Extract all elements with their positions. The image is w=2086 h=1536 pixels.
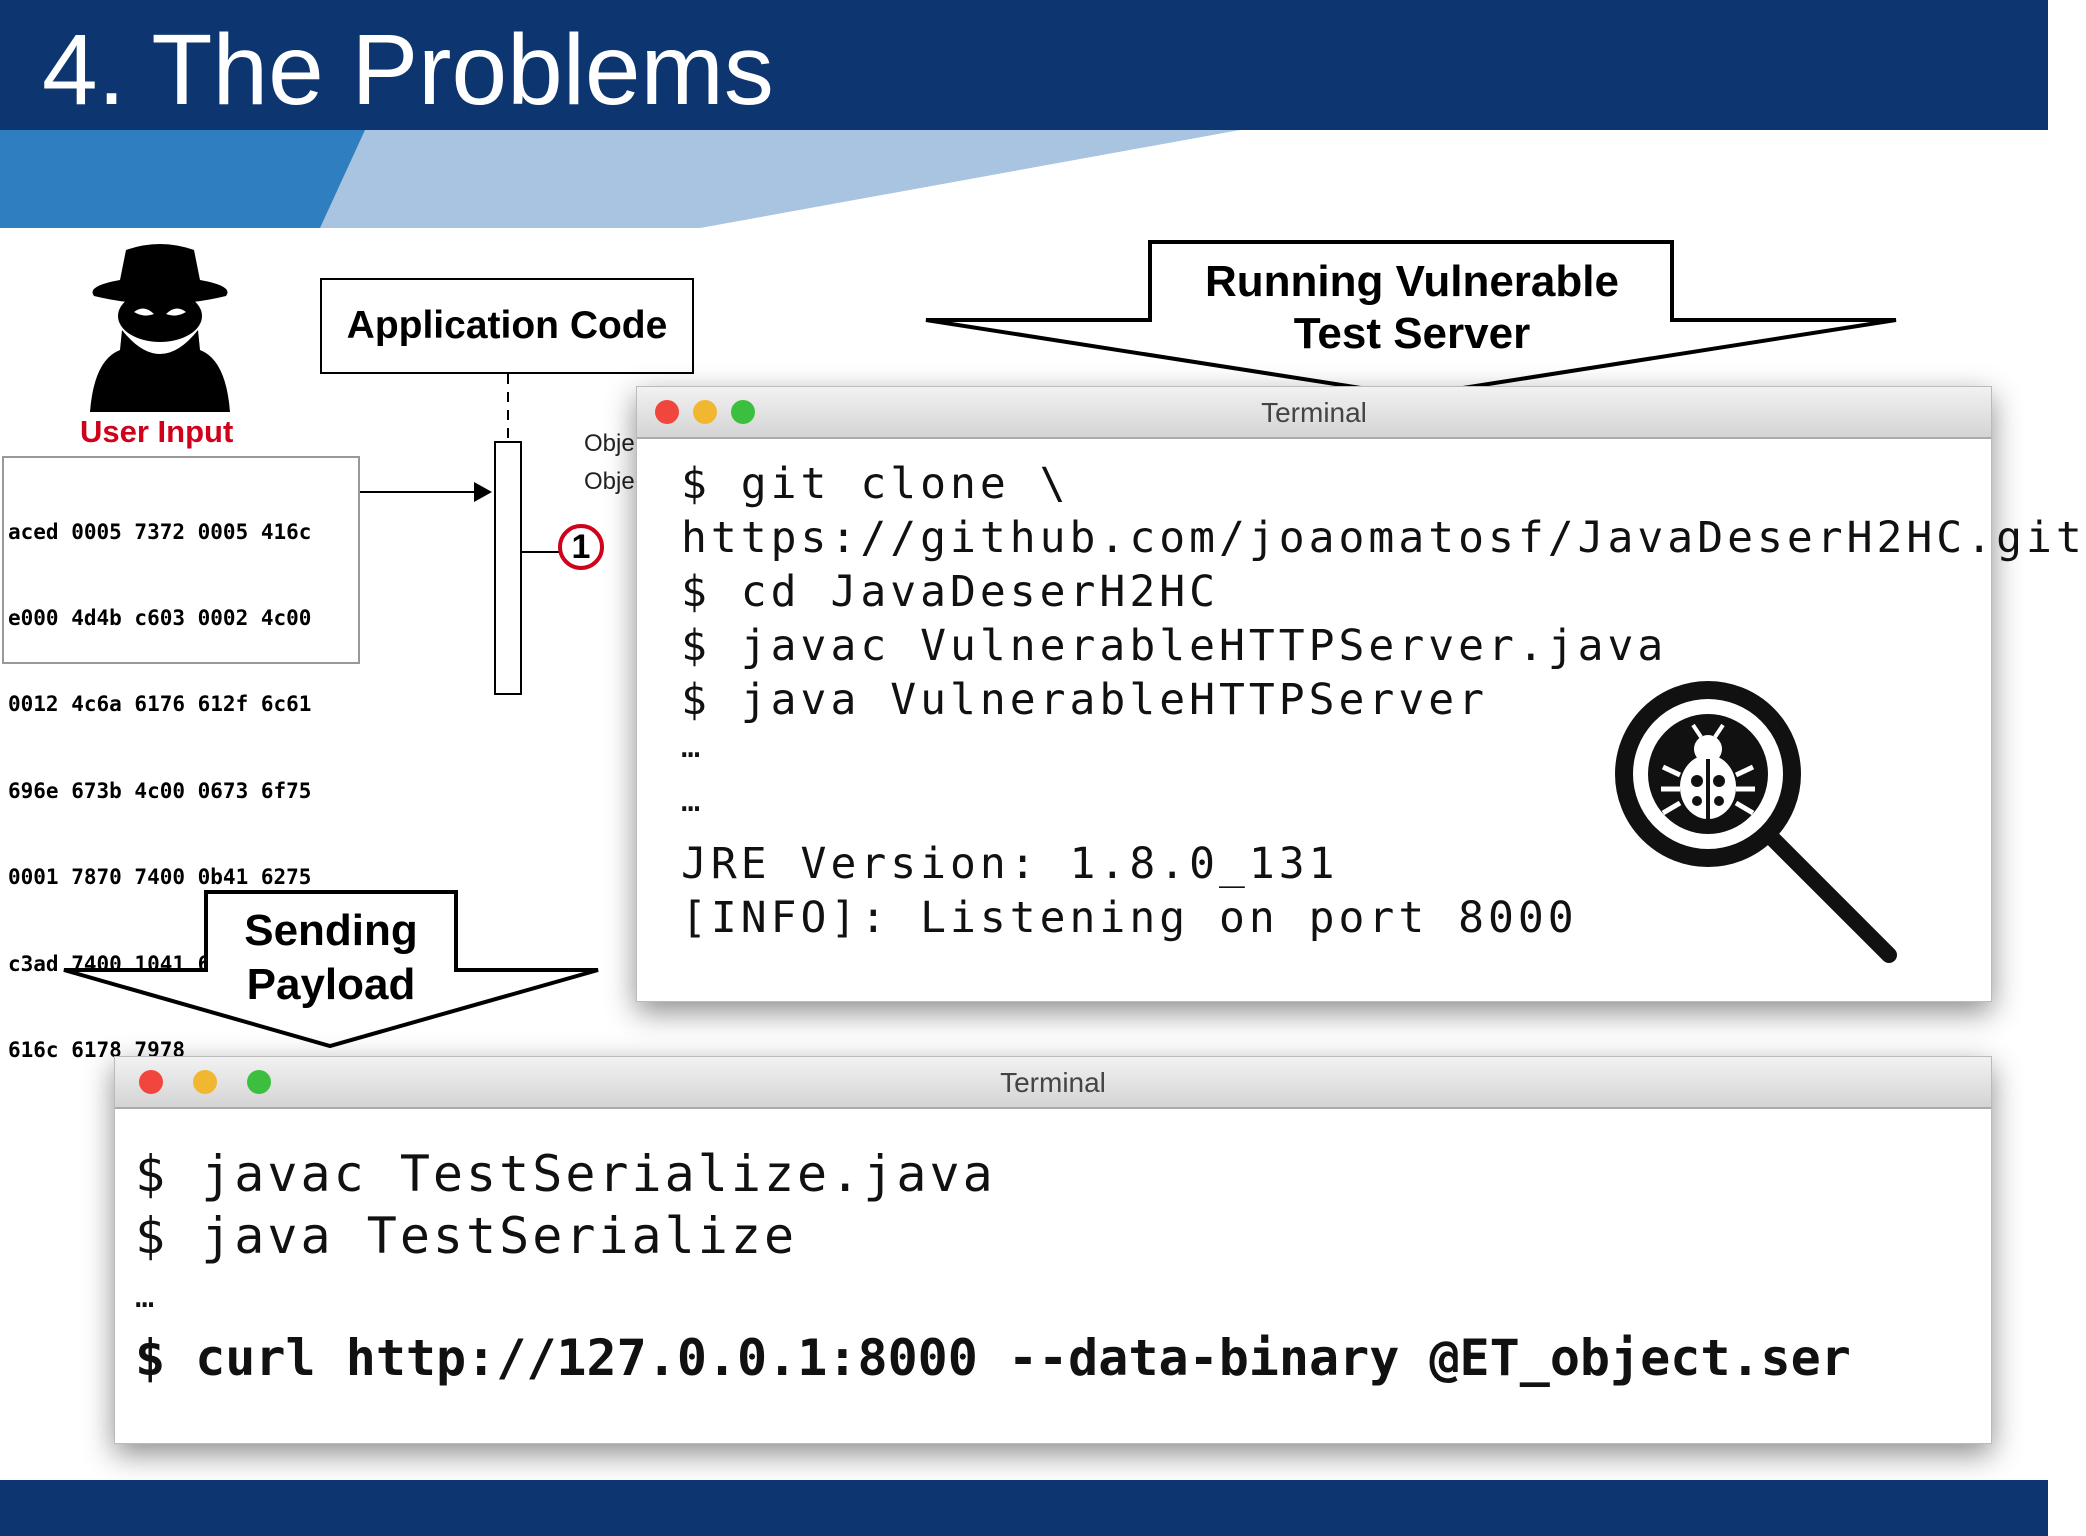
terminal-line: … [135,1277,155,1315]
terminal-titlebar: Terminal [115,1057,1991,1109]
payload-callout-label: Sending Payload [206,904,456,1012]
server-callout-line2: Test Server [1293,309,1531,358]
application-code-label: Application Code [346,304,668,347]
terminal-line: … [681,781,705,819]
hex-line: e000 4d4b c603 0002 4c00 [8,605,312,630]
terminal-line: $ curl http://127.0.0.1:8000 --data-bina… [135,1329,1851,1387]
terminal-line: https://github.com/joaomatosf/JavaDeserH… [681,513,2086,563]
header-bar [0,0,2048,130]
user-input-label: User Input [80,414,234,449]
server-callout-label: Running Vulnerable Test Server [1150,256,1674,360]
terminal-line: … [681,727,705,765]
terminal-titlebar: Terminal [637,387,1991,439]
zoom-window-button[interactable] [731,400,755,424]
spy-icon [90,244,230,412]
server-callout-arrow [925,240,1897,399]
slide-title: 4. The Problems [42,14,774,126]
close-window-button[interactable] [139,1070,163,1094]
zoom-window-button[interactable] [247,1070,271,1094]
minimize-window-button[interactable] [193,1070,217,1094]
step-number-badge: 1 [558,524,604,570]
terminal-title: Terminal [1261,397,1367,428]
terminal-line: $ javac TestSerialize.java [135,1145,996,1203]
server-terminal-window: Terminal $ git clone \ https://github.co… [636,386,2082,1002]
terminal-line: $ git clone \ [681,459,1070,509]
client-terminal-window: Terminal $ javac TestSerialize.java $ ja… [114,1056,1992,1444]
bug-magnifier-icon [1615,681,1897,963]
application-code-box: Application Code [320,278,694,374]
payload-callout-line1: Sending [244,906,418,955]
payload-callout-line2: Payload [246,960,416,1009]
object-label: Obje [584,430,635,457]
server-callout-line1: Running Vulnerable [1205,257,1619,306]
hex-line: 0012 4c6a 6176 612f 6c61 [8,692,312,717]
hex-line: 0001 7870 7400 0b41 6275 [8,865,312,890]
hex-dump: aced 0005 7372 0005 416c e000 4d4b c603 … [2,456,360,1062]
object-label: Obje [584,468,635,495]
terminal-line: $ java VulnerableHTTPServer [681,675,1488,725]
payload-callout-arrow [63,890,599,1049]
terminal-line: $ javac VulnerableHTTPServer.java [681,621,1668,671]
close-window-button[interactable] [655,400,679,424]
terminal-line: $ cd JavaDeserH2HC [681,567,1219,617]
minimize-window-button[interactable] [693,400,717,424]
sequence-lifeline [360,374,560,695]
footer-bar [0,1480,2048,1536]
terminal-line: [INFO]: Listening on port 8000 [681,893,1578,943]
hex-line: 696e 673b 4c00 0673 6f75 [8,778,312,803]
terminal-title: Terminal [1000,1067,1106,1098]
header-banner [0,130,2048,228]
terminal-line: $ java TestSerialize [135,1207,798,1265]
hex-line: aced 0005 7372 0005 416c [8,519,312,544]
terminal-line: JRE Version: 1.8.0_131 [681,839,1339,889]
